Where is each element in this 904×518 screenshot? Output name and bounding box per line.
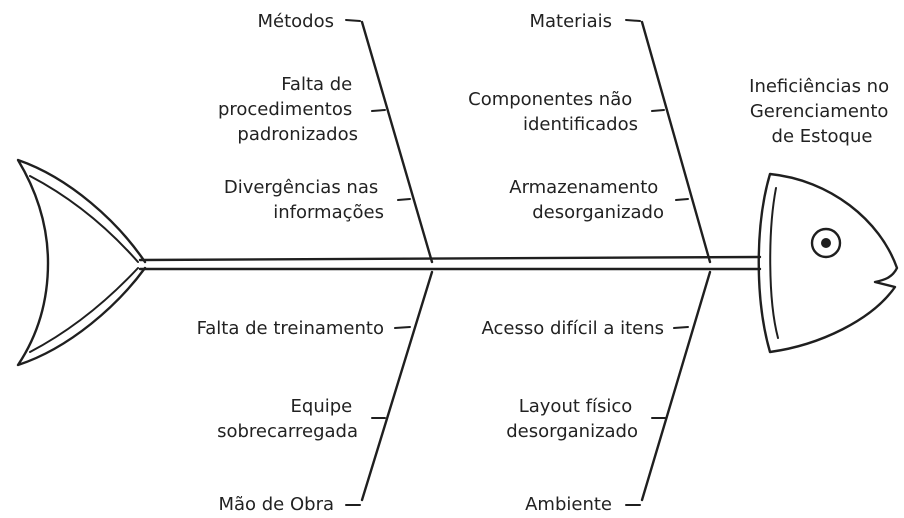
effect-label: Ineficiências no Gerenciamento de Estoqu… (749, 76, 895, 147)
bone-materiais (640, 20, 712, 264)
cause-label-ambiente-2: Layout físico desorganizado (506, 396, 638, 442)
category-label-materiais: Materiais (529, 11, 612, 32)
category-label-mao-de-obra: Mão de Obra (218, 494, 334, 515)
bones (360, 20, 712, 502)
fish-head (757, 172, 899, 354)
fish-spine (138, 255, 762, 271)
cause-label-mao-de-obra-2: Equipe sobrecarregada (217, 396, 358, 442)
bone-mao-de-obra (360, 270, 434, 502)
fish-tail (16, 158, 147, 367)
cause-label-metodos-1: Falta de procedimentos padronizados (218, 74, 358, 145)
category-ticks (345, 19, 641, 506)
eye-icon (810, 227, 842, 259)
cause-label-materiais-1: Componentes não identificados (468, 89, 638, 135)
cause-ticks (371, 109, 689, 419)
bone-ambiente (640, 270, 712, 502)
cause-label-mao-de-obra-1: Falta de treinamento (197, 318, 384, 339)
category-label-metodos: Métodos (258, 11, 335, 32)
category-label-ambiente: Ambiente (525, 494, 612, 515)
cause-label-metodos-2: Divergências nas informações (224, 177, 384, 223)
cause-label-materiais-2: Armazenamento desorganizado (509, 177, 664, 223)
bone-metodos (360, 20, 434, 264)
cause-label-ambiente-1: Acesso difícil a itens (481, 318, 664, 339)
